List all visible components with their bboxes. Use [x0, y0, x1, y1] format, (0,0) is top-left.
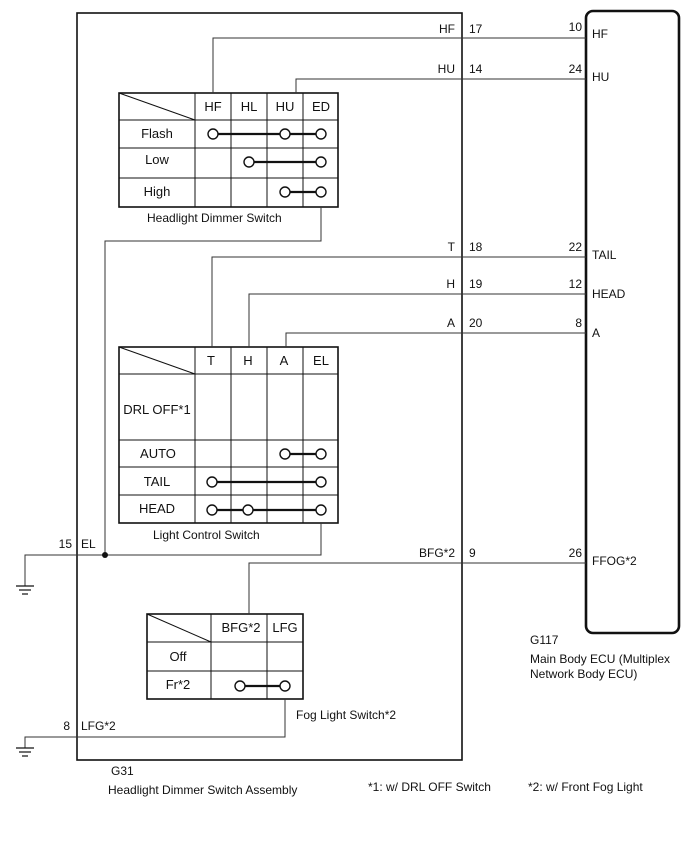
ecu-pin-22: 22: [569, 240, 583, 254]
ecu-pin-12: 12: [569, 277, 583, 291]
ecu-pin-8: 8: [575, 316, 582, 330]
dimmer-col-hu: HU: [276, 99, 295, 114]
g31-pin-8: 8: [63, 719, 70, 733]
junction-dot: [102, 552, 108, 558]
dimmer-switch-name: Headlight Dimmer Switch: [147, 211, 282, 225]
light-row-tail: TAIL: [144, 474, 171, 489]
dimmer-row-high: High: [144, 184, 171, 199]
light-row-drl-off: DRL OFF*1: [123, 402, 190, 417]
table-diagonal: [146, 613, 212, 643]
contact-node: [242, 504, 254, 516]
light-row-head: HEAD: [139, 501, 175, 516]
g31-sig-a: A: [447, 316, 455, 330]
g31-pin-17: 17: [469, 22, 483, 36]
dimmer-col-hf: HF: [204, 99, 221, 114]
ground-icon: [16, 585, 34, 595]
g31-sig-t: T: [448, 240, 456, 254]
g31-sig-lfg: LFG*2: [81, 719, 116, 733]
g31-pin-14: 14: [469, 62, 483, 76]
ecu-name-line2: Network Body ECU): [530, 667, 637, 681]
g31-sig-hu: HU: [438, 62, 455, 76]
ecu-sig-hf: HF: [592, 27, 608, 41]
contact-node: [315, 448, 327, 460]
light-col-el: EL: [313, 353, 329, 368]
light-col-h: H: [243, 353, 252, 368]
ecu-sig-a: A: [592, 326, 600, 340]
ecu-pin-10: 10: [569, 20, 583, 34]
contact-node: [243, 156, 255, 168]
wires: [24, 37, 586, 748]
contact-node: [315, 128, 327, 140]
footnote-fog: *2: w/ Front Fog Light: [528, 780, 643, 794]
g31-pin-20: 20: [469, 316, 483, 330]
contact-node: [279, 128, 291, 140]
contact-node: [279, 680, 291, 692]
contact-node: [234, 680, 246, 692]
contact-node: [206, 504, 218, 516]
fog-switch-table: BFG*2 LFG Off Fr*2: [146, 613, 304, 700]
contact-node: [279, 448, 291, 460]
dimmer-col-hl: HL: [241, 99, 258, 114]
light-control-name: Light Control Switch: [153, 528, 260, 542]
g31-pin-15: 15: [59, 537, 73, 551]
ecu-box: [584, 9, 681, 635]
contact-node: [207, 128, 219, 140]
contact-node: [315, 156, 327, 168]
assembly-name: Headlight Dimmer Switch Assembly: [108, 783, 297, 797]
g31-pin-19: 19: [469, 277, 483, 291]
g31-sig-h: H: [446, 277, 455, 291]
dimmer-row-flash: Flash: [141, 126, 173, 141]
assembly-code: G31: [111, 764, 134, 778]
footnote-drl: *1: w/ DRL OFF Switch: [368, 780, 491, 794]
dimmer-row-low: Low: [145, 152, 169, 167]
dimmer-switch-table: HF HL HU ED Flash Low High: [118, 92, 339, 208]
contact-node: [279, 186, 291, 198]
contact-node: [315, 476, 327, 488]
light-control-table: T H A EL DRL OFF*1 AUTO TAIL HEAD: [118, 346, 339, 524]
contact-node: [206, 476, 218, 488]
g31-sig-el: EL: [81, 537, 96, 551]
ground-icon: [16, 747, 34, 757]
table-diagonal: [118, 346, 196, 375]
fog-row-off: Off: [169, 649, 186, 664]
light-col-t: T: [207, 353, 215, 368]
table-diagonal: [118, 92, 196, 121]
light-col-a: A: [280, 353, 289, 368]
ecu-sig-head: HEAD: [592, 287, 626, 301]
fog-col-bfg: BFG*2: [221, 620, 260, 635]
ecu-pin-24: 24: [569, 62, 583, 76]
g31-sig-bfg: BFG*2: [419, 546, 455, 560]
g31-pin-9: 9: [469, 546, 476, 560]
dimmer-col-ed: ED: [312, 99, 330, 114]
light-row-auto: AUTO: [140, 446, 176, 461]
contact-node: [315, 504, 327, 516]
g31-pin-18: 18: [469, 240, 483, 254]
fog-switch-name: Fog Light Switch*2: [296, 708, 396, 722]
ecu-sig-hu: HU: [592, 70, 609, 84]
g31-assembly-box: [76, 12, 463, 761]
fog-col-lfg: LFG: [272, 620, 297, 635]
ecu-name-line1: Main Body ECU (Multiplex: [530, 652, 670, 666]
ecu-sig-ffog: FFOG*2: [592, 554, 637, 568]
g31-sig-hf: HF: [439, 22, 455, 36]
ecu-pin-26: 26: [569, 546, 583, 560]
ecu-sig-tail: TAIL: [592, 248, 617, 262]
fog-row-fr: Fr*2: [166, 677, 191, 692]
contact-node: [315, 186, 327, 198]
ecu-code: G117: [530, 633, 559, 647]
